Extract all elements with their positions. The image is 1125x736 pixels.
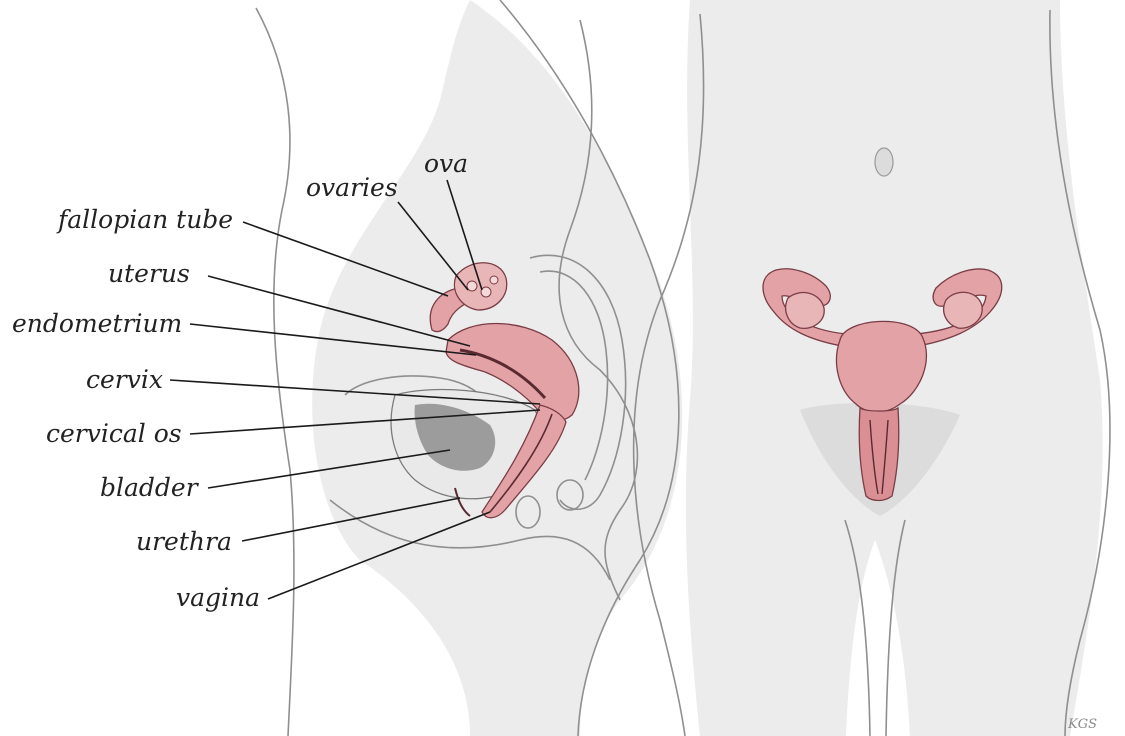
label-cervical-os: cervical os bbox=[46, 419, 182, 448]
label-ovaries: ovaries bbox=[306, 173, 398, 202]
label-vagina: vagina bbox=[176, 583, 260, 612]
label-fallopian-tube: fallopian tube bbox=[56, 205, 233, 234]
ovary-left-shape bbox=[786, 293, 825, 329]
label-urethra: urethra bbox=[136, 527, 232, 556]
side-view-back-outline bbox=[256, 8, 294, 736]
label-cervix: cervix bbox=[86, 365, 163, 394]
label-uterus: uterus bbox=[108, 259, 190, 288]
artist-signature: KGS bbox=[1067, 717, 1097, 732]
ova-side-2 bbox=[481, 287, 491, 297]
label-endometrium: endometrium bbox=[12, 309, 182, 338]
side-view-figure bbox=[256, 0, 682, 736]
vagina-front-shape bbox=[859, 408, 899, 501]
label-bladder: bladder bbox=[100, 473, 200, 502]
ova-side-3 bbox=[490, 276, 498, 284]
label-ova: ova bbox=[424, 149, 468, 178]
navel bbox=[875, 148, 893, 176]
